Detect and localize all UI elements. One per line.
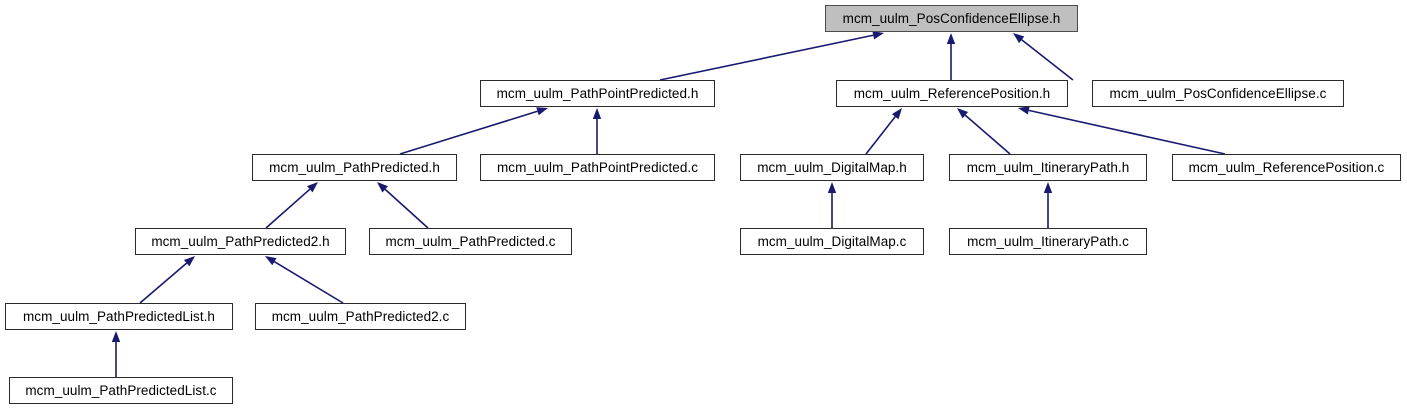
arrow-head-icon — [183, 256, 195, 267]
arrow-head-icon — [111, 331, 121, 342]
graph-edge-path_predicted_list_c-to-path_predicted_list_h — [111, 331, 121, 377]
arrow-head-icon — [1018, 106, 1030, 115]
graph-edge-reference_position_h-to-pos_confidence_ellipse_h — [946, 33, 956, 80]
graph-edge-path_predicted_c-to-path_predicted_h — [377, 182, 429, 229]
graph-node-path_predicted_list_c[interactable]: mcm_uulm_PathPredictedList.c — [9, 377, 233, 404]
arrow-head-icon — [306, 182, 318, 193]
graph-edge-path_predicted2_h-to-path_predicted_h — [265, 182, 318, 229]
graph-node-pos_confidence_ellipse_h: mcm_uulm_PosConfidenceEllipse.h — [825, 5, 1078, 32]
graph-edge-itinerary_path_c-to-itinerary_path_h — [1043, 182, 1053, 228]
arrow-head-icon — [872, 31, 884, 40]
graph-node-digital_map_h[interactable]: mcm_uulm_DigitalMap.h — [740, 154, 924, 181]
graph-node-path_predicted_h[interactable]: mcm_uulm_PathPredicted.h — [252, 154, 457, 181]
arrow-head-icon — [592, 108, 602, 119]
graph-node-pos_confidence_ellipse_c[interactable]: mcm_uulm_PosConfidenceEllipse.c — [1092, 80, 1344, 107]
graph-edge-reference_position_c-to-reference_position_h — [1018, 106, 1226, 155]
arrow-head-icon — [1043, 182, 1053, 193]
graph-node-itinerary_path_c[interactable]: mcm_uulm_ItineraryPath.c — [949, 228, 1147, 255]
arrow-head-icon — [827, 182, 837, 193]
graph-edge-path_predicted2_c-to-path_predicted2_h — [265, 256, 344, 304]
arrow-head-icon — [946, 33, 956, 44]
graph-edge-path_point_predicted_c-to-path_point_predicted_h — [592, 108, 602, 154]
graph-edge-pos_confidence_ellipse_c-to-pos_confidence_ellipse_h — [1013, 33, 1074, 81]
arrow-head-icon — [377, 182, 388, 193]
arrow-head-icon — [1013, 33, 1025, 44]
graph-edge-itinerary_path_h-to-reference_position_h — [957, 108, 1011, 155]
graph-edge-digital_map_c-to-digital_map_h — [827, 182, 837, 228]
graph-node-path_point_predicted_h[interactable]: mcm_uulm_PathPointPredicted.h — [480, 80, 715, 107]
arrow-head-icon — [957, 108, 969, 119]
graph-edge-path_point_predicted_h-to-pos_confidence_ellipse_h — [659, 31, 884, 81]
graph-edge-path_predicted_list_h-to-path_predicted2_h — [139, 256, 195, 304]
graph-node-reference_position_h[interactable]: mcm_uulm_ReferencePosition.h — [836, 80, 1068, 107]
arrow-head-icon — [891, 108, 902, 120]
graph-node-itinerary_path_h[interactable]: mcm_uulm_ItineraryPath.h — [949, 154, 1147, 181]
arrow-head-icon — [536, 107, 548, 116]
graph-node-path_predicted2_c[interactable]: mcm_uulm_PathPredicted2.c — [255, 303, 466, 330]
graph-node-path_point_predicted_c[interactable]: mcm_uulm_PathPointPredicted.c — [480, 154, 715, 181]
graph-node-digital_map_c[interactable]: mcm_uulm_DigitalMap.c — [740, 228, 924, 255]
graph-edge-path_predicted_h-to-path_point_predicted_h — [399, 107, 548, 155]
graph-edge-digital_map_h-to-reference_position_h — [865, 108, 902, 155]
arrow-head-icon — [265, 256, 277, 266]
graph-node-path_predicted2_h[interactable]: mcm_uulm_PathPredicted2.h — [135, 228, 346, 255]
graph-node-path_predicted_list_h[interactable]: mcm_uulm_PathPredictedList.h — [5, 303, 233, 330]
graph-node-reference_position_c[interactable]: mcm_uulm_ReferencePosition.c — [1172, 154, 1401, 181]
graph-node-path_predicted_c[interactable]: mcm_uulm_PathPredicted.c — [369, 228, 572, 255]
